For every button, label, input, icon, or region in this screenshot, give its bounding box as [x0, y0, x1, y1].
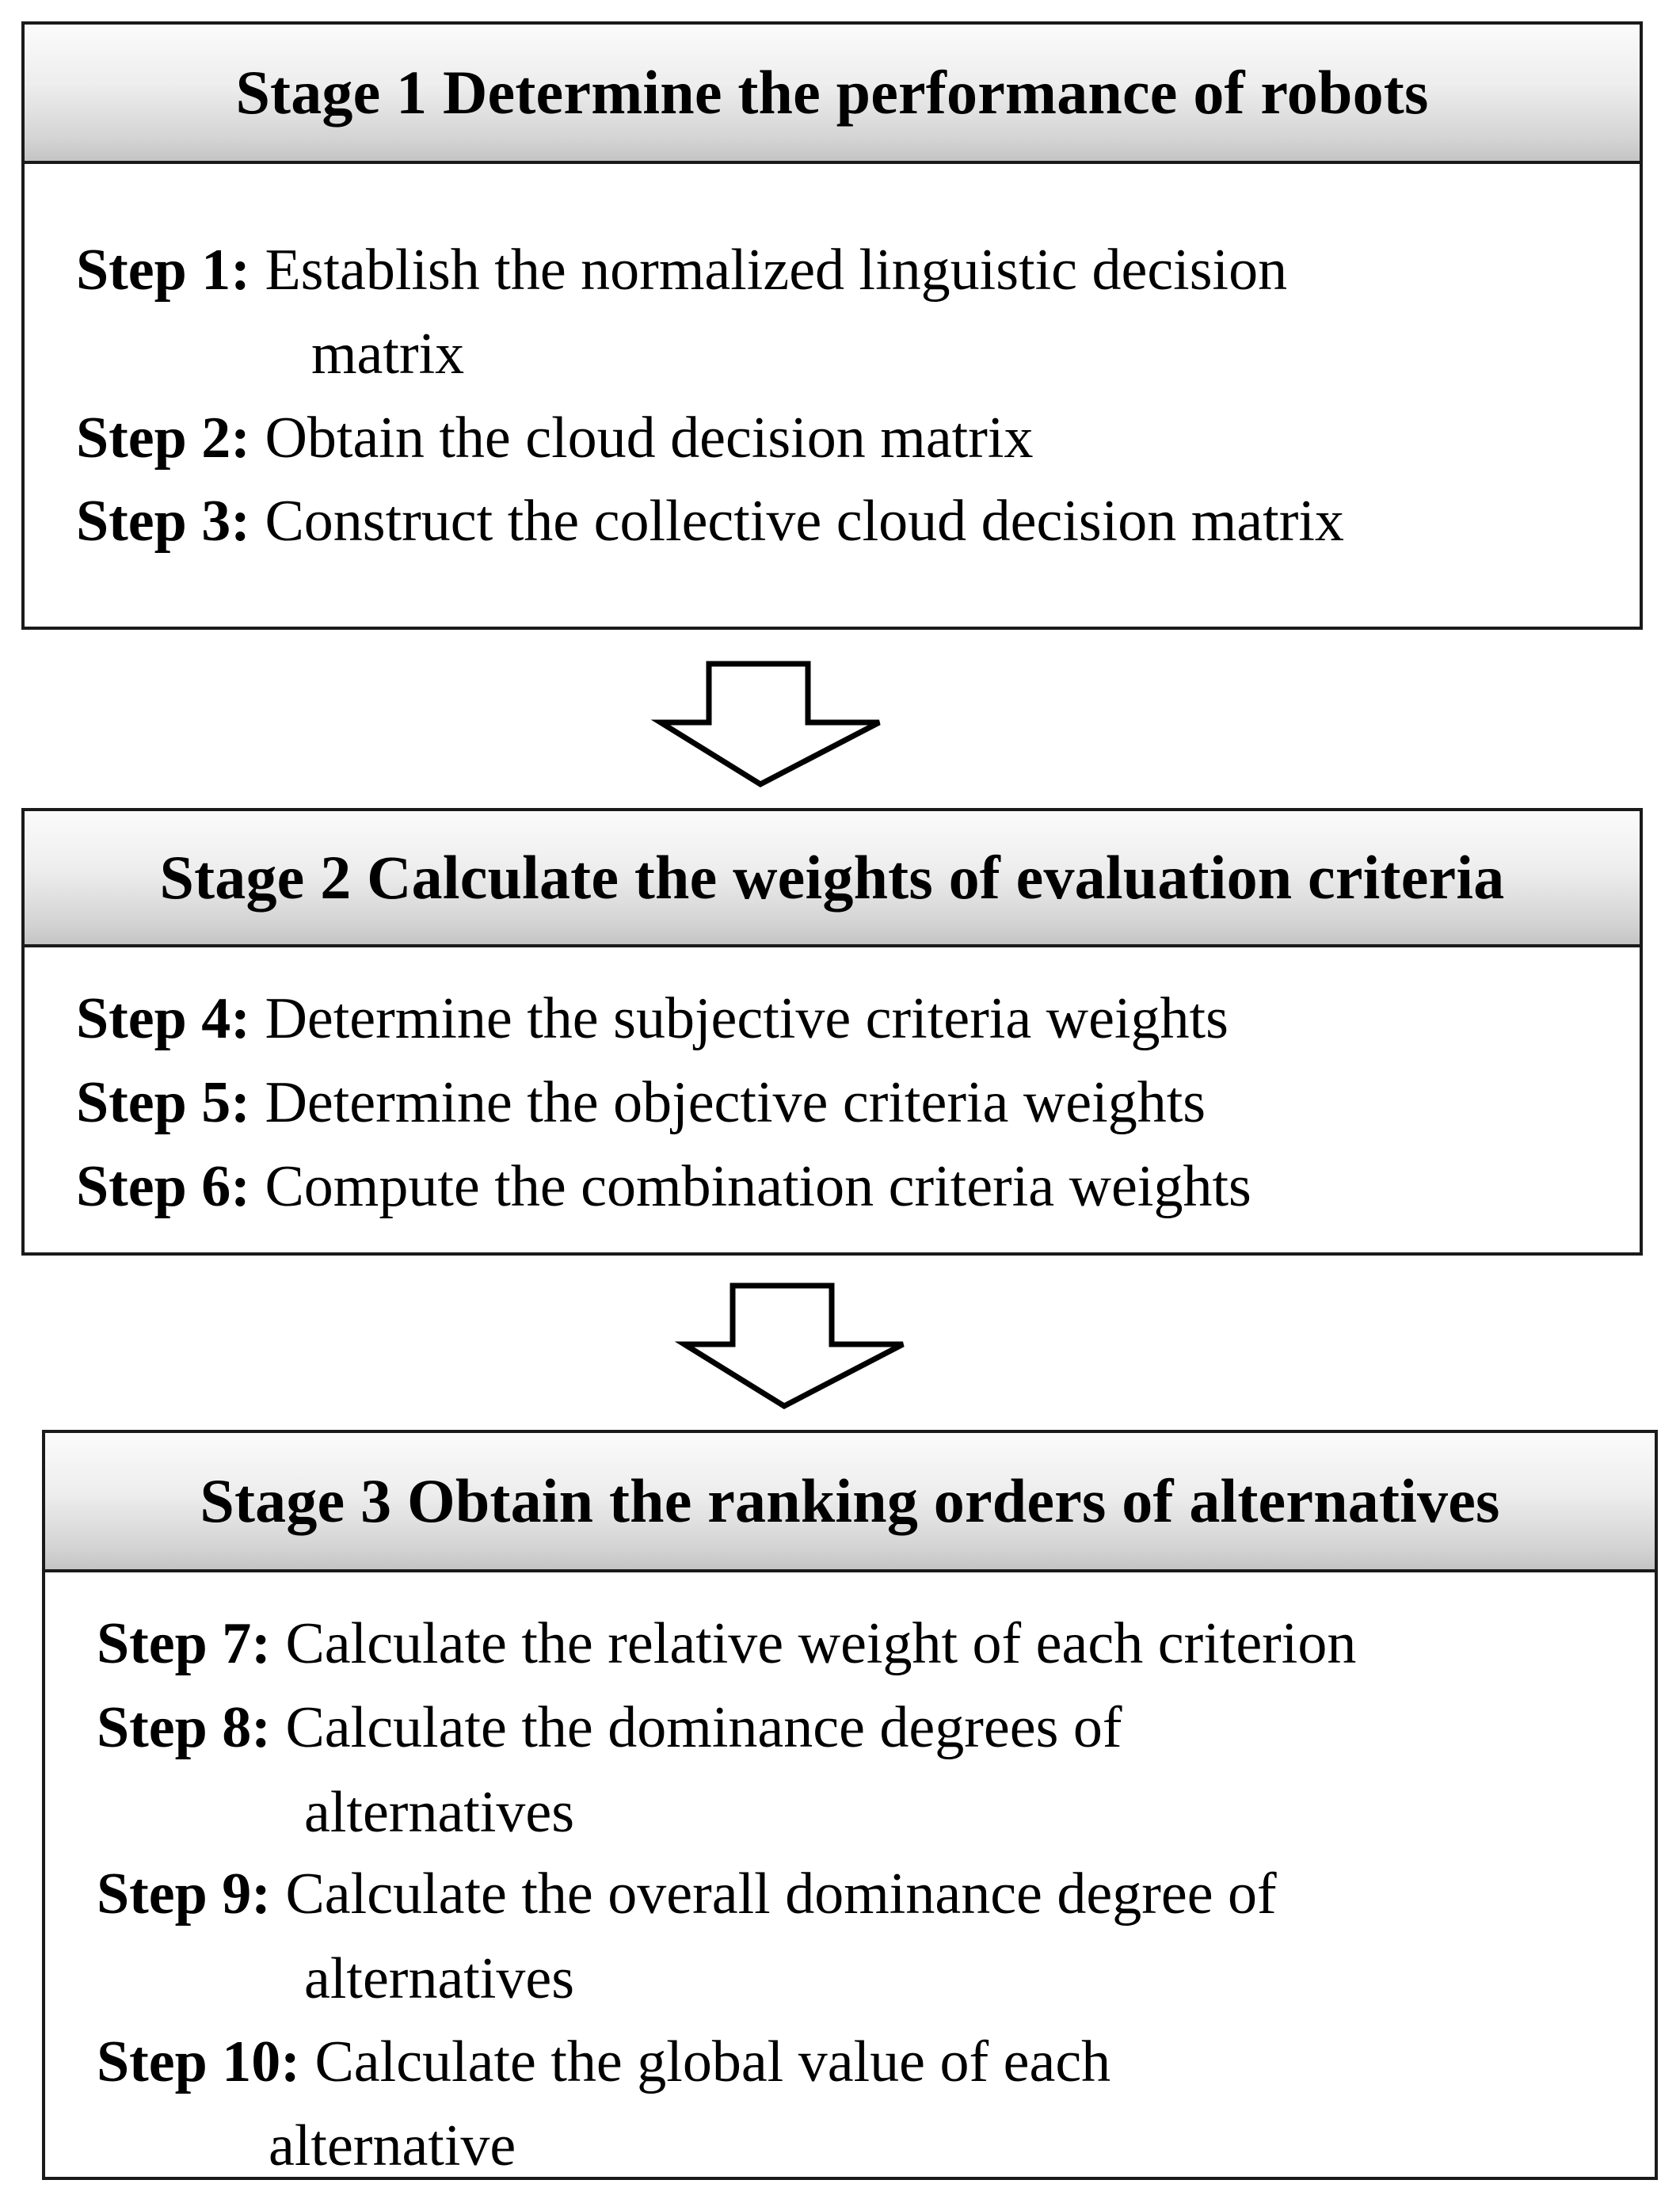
step-7: Step 7: Calculate the relative weight of… [97, 1614, 1356, 1673]
step-1: Step 1: Establish the normalized linguis… [76, 241, 1287, 299]
stage-2-title: Stage 2 Calculate the weights of evaluat… [25, 811, 1640, 947]
step-10-text: Calculate the global value of each [314, 2029, 1111, 2094]
step-3-text: Construct the collective cloud decision … [265, 489, 1344, 554]
stage-1-title: Stage 1 Determine the performance of rob… [25, 25, 1640, 164]
step-1-label: Step 1: [76, 238, 250, 303]
step-1-text: Establish the normalized linguistic deci… [265, 238, 1288, 303]
step-3-label: Step 3: [76, 489, 250, 554]
step-4: Step 4: Determine the subjective criteri… [76, 989, 1229, 1048]
step-9-continuation: alternatives [304, 1946, 575, 2011]
step-1-continuation: matrix [311, 322, 465, 387]
step-9-label: Step 9: [97, 1862, 271, 1927]
stage-3-title: Stage 3 Obtain the ranking orders of alt… [45, 1433, 1655, 1572]
step-4-text: Determine the subjective criteria weight… [265, 986, 1229, 1051]
step-6-text: Compute the combination criteria weights [265, 1154, 1251, 1219]
step-5-label: Step 5: [76, 1070, 250, 1135]
step-5: Step 5: Determine the objective criteria… [76, 1073, 1206, 1132]
step-10-continuation: alternative [269, 2113, 516, 2178]
stage-1-box: Stage 1 Determine the performance of rob… [21, 21, 1643, 630]
stage-3-box: Stage 3 Obtain the ranking orders of alt… [42, 1430, 1658, 2180]
step-9-text: Calculate the overall dominance degree o… [285, 1862, 1277, 1927]
step-6-label: Step 6: [76, 1154, 250, 1219]
step-8-continuation: alternatives [304, 1780, 575, 1845]
step-6: Step 6: Compute the combination criteria… [76, 1157, 1251, 1216]
step-10: Step 10: Calculate the global value of e… [97, 2033, 1110, 2091]
step-5-text: Determine the objective criteria weights [265, 1070, 1206, 1135]
step-3: Step 3: Construct the collective cloud d… [76, 492, 1344, 551]
step-8-label: Step 8: [97, 1695, 271, 1760]
stage-2-box: Stage 2 Calculate the weights of evaluat… [21, 808, 1643, 1256]
step-9: Step 9: Calculate the overall dominance … [97, 1865, 1277, 1923]
step-2: Step 2: Obtain the cloud decision matrix [76, 409, 1033, 467]
down-arrow-icon [674, 1282, 905, 1410]
step-4-label: Step 4: [76, 986, 250, 1051]
step-8-text: Calculate the dominance degrees of [285, 1695, 1122, 1760]
step-7-text: Calculate the relative weight of each cr… [285, 1611, 1357, 1676]
step-10-label: Step 10: [97, 2029, 300, 2094]
step-8: Step 8: Calculate the dominance degrees … [97, 1698, 1122, 1757]
step-7-label: Step 7: [97, 1611, 271, 1676]
step-2-label: Step 2: [76, 406, 250, 471]
step-2-text: Obtain the cloud decision matrix [265, 406, 1034, 471]
down-arrow-icon [650, 661, 881, 788]
